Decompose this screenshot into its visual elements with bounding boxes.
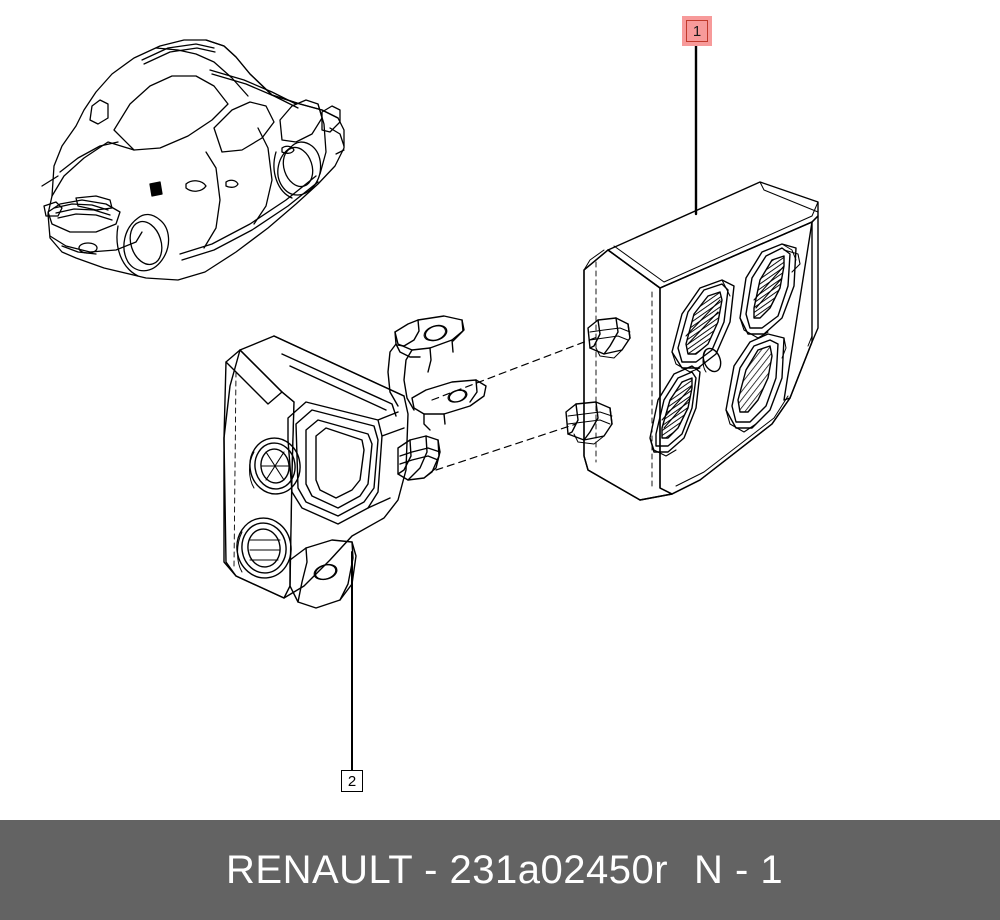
connector-socket-b <box>739 243 801 339</box>
leader-lines <box>351 42 698 771</box>
mounting-clip-upper <box>587 317 631 359</box>
footer-page-number: N - 1 <box>694 847 784 892</box>
footer-bar: RENAULT - 231a02450r N - 1 <box>0 820 1000 920</box>
callout-marker-1[interactable]: 1 <box>686 20 708 42</box>
vehicle-thumbnail <box>41 39 345 281</box>
electronic-control-unit <box>565 181 819 501</box>
connector-socket-a <box>671 279 735 373</box>
mounting-bracket <box>223 315 487 609</box>
connector-socket-d <box>725 333 787 433</box>
callout-marker-2-label: 2 <box>347 772 357 790</box>
footer-part-number: RENAULT - 231a02450r <box>226 847 669 892</box>
connector-socket-c <box>649 365 701 457</box>
assembly-dashed-lines <box>431 335 601 471</box>
callout-marker-1-label: 1 <box>692 22 702 40</box>
callout-marker-2[interactable]: 2 <box>341 770 363 792</box>
callout-1-highlight: 1 <box>682 16 712 46</box>
mounting-clip-lower <box>565 401 613 445</box>
alignment-hole <box>702 347 722 373</box>
